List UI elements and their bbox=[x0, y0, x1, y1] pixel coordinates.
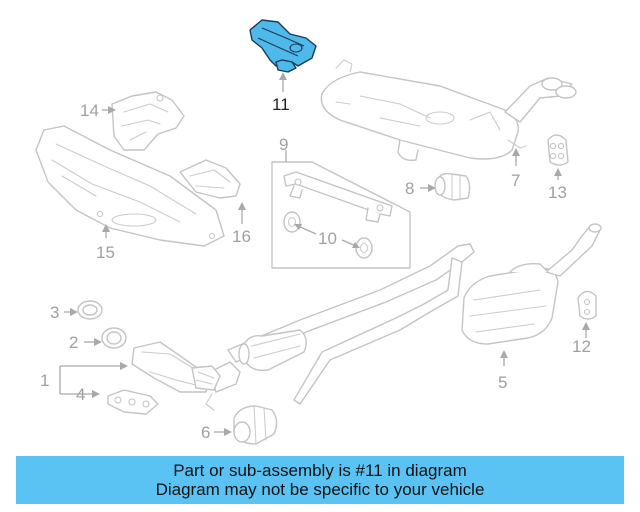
part-5-front-muffler bbox=[461, 223, 602, 345]
exhaust-pipe-assembly bbox=[205, 243, 475, 411]
callout-15: 15 bbox=[96, 224, 115, 262]
callout-1: 1 bbox=[40, 362, 128, 394]
part-9-group bbox=[271, 161, 411, 269]
callout-13: 13 bbox=[548, 168, 567, 202]
callout-10: 10 bbox=[294, 224, 360, 248]
callout-7: 7 bbox=[511, 148, 520, 190]
part-11-bracket[interactable] bbox=[249, 19, 317, 73]
callout-5: 5 bbox=[498, 350, 508, 392]
callout-label-4: 4 bbox=[76, 385, 85, 404]
callout-6: 6 bbox=[201, 423, 232, 442]
banner-line-part-number: Part or sub-assembly is #11 in diagram bbox=[173, 461, 467, 480]
callout-2: 2 bbox=[69, 333, 102, 352]
callout-8: 8 bbox=[405, 179, 436, 198]
callout-label-11: 11 bbox=[272, 95, 290, 114]
callout-4: 4 bbox=[60, 385, 100, 404]
catalytic-converter bbox=[131, 341, 221, 393]
callout-label-2: 2 bbox=[69, 333, 78, 352]
callout-label-10: 10 bbox=[318, 229, 337, 248]
callout-label-9: 9 bbox=[279, 135, 288, 154]
callout-label-1: 1 bbox=[40, 371, 49, 390]
callout-label-8: 8 bbox=[405, 179, 414, 198]
part-3-gasket bbox=[77, 300, 103, 320]
info-banner: Part or sub-assembly is #11 in diagram D… bbox=[16, 456, 624, 504]
rear-muffler bbox=[320, 59, 577, 162]
callout-3: 3 bbox=[50, 303, 78, 322]
callout-label-14: 14 bbox=[80, 101, 99, 120]
part-16-heat-shield bbox=[179, 159, 241, 199]
callout-label-12: 12 bbox=[572, 337, 591, 356]
callout-label-6: 6 bbox=[201, 423, 210, 442]
callout-9: 9 bbox=[279, 135, 288, 162]
part-2-gasket bbox=[101, 327, 127, 349]
parts-diagram: 11 7 13 14 bbox=[35, 19, 602, 445]
part-6-clamp bbox=[233, 405, 278, 445]
callout-16: 16 bbox=[232, 202, 251, 246]
part-14-heat-shield bbox=[111, 91, 185, 151]
part-13-isolator bbox=[547, 134, 569, 166]
callout-label-15: 15 bbox=[96, 243, 115, 262]
part-15-underbody-shield bbox=[35, 125, 225, 247]
part-12-isolator bbox=[577, 290, 597, 320]
callout-label-7: 7 bbox=[511, 171, 520, 190]
callout-label-16: 16 bbox=[232, 227, 251, 246]
callout-label-5: 5 bbox=[498, 373, 507, 392]
callout-14: 14 bbox=[80, 101, 116, 120]
callout-label-3: 3 bbox=[50, 303, 59, 322]
part-4-flange-gasket bbox=[107, 389, 159, 415]
callout-11: 11 bbox=[272, 72, 290, 114]
part-8-clamp bbox=[434, 172, 471, 201]
banner-line-disclaimer: Diagram may not be specific to your vehi… bbox=[155, 480, 485, 499]
callout-label-13: 13 bbox=[548, 183, 567, 202]
callout-12: 12 bbox=[572, 322, 591, 356]
